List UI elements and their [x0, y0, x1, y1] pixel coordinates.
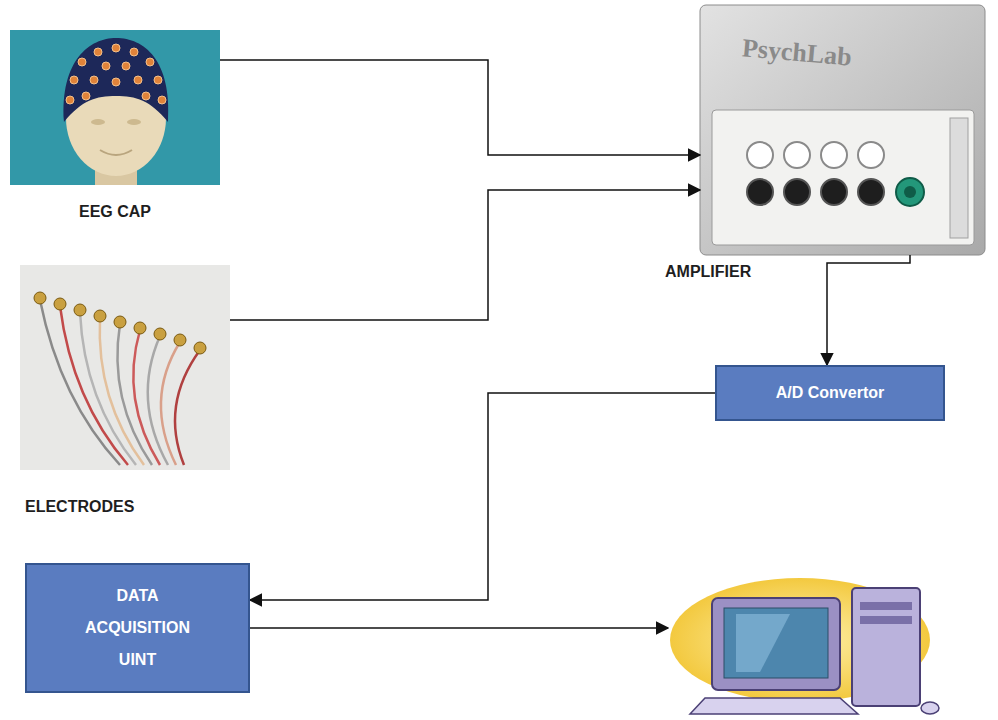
- output-socket-core: [904, 186, 916, 198]
- black-socket: [821, 179, 847, 205]
- acquisition-box: DATA ACQUISITION UINT: [25, 563, 250, 693]
- eeg-cap: [64, 38, 169, 122]
- mannequin-eye: [127, 119, 141, 125]
- electrode-cup: [154, 328, 166, 340]
- cap-electrode: [78, 58, 86, 66]
- signal-arrow: [827, 255, 910, 365]
- electrode-cup: [174, 334, 186, 346]
- electrode-cup: [194, 342, 206, 354]
- cap-electrode: [112, 78, 120, 86]
- amplifier-picture: [700, 5, 985, 255]
- mouse: [921, 702, 939, 714]
- cap-electrode: [130, 48, 138, 56]
- output-socket: [896, 178, 924, 206]
- photo-background: [10, 30, 220, 185]
- black-socket: [858, 179, 884, 205]
- cap-electrode: [90, 76, 98, 84]
- black-socket: [784, 179, 810, 205]
- white-socket: [821, 142, 847, 168]
- drive-bay: [860, 616, 912, 624]
- electrode-cup: [74, 304, 86, 316]
- computer-link-arrow: [250, 627, 668, 629]
- mannequin-eye: [91, 119, 105, 125]
- picture-caption: AMPLIFIER: [665, 263, 751, 281]
- eeg-cap-node: EEG CAP: [10, 30, 220, 185]
- electrode-cup: [54, 298, 66, 310]
- electrode-wire: [148, 336, 168, 465]
- amplifier-housing: [700, 5, 985, 255]
- cap-electrodes: [66, 44, 166, 104]
- electrodes-picture: [20, 265, 230, 470]
- electrode-cups: [34, 292, 206, 354]
- eeg-cap-picture: [10, 30, 220, 185]
- monitor-screen: [724, 608, 828, 678]
- white-socket: [858, 142, 884, 168]
- cap-electrode: [82, 92, 90, 100]
- brand-name: PsychLab: [741, 33, 853, 72]
- box-label: A/D Convertor: [776, 383, 884, 403]
- signal-arrow: [220, 60, 700, 155]
- signal-arrow: [230, 190, 700, 320]
- electrode-wires: [40, 300, 200, 465]
- mannequin-mouth: [100, 150, 132, 155]
- electrode-cup: [34, 292, 46, 304]
- cap-electrode: [154, 76, 162, 84]
- picture-caption: EEG CAP: [10, 203, 220, 221]
- computer-tower: [852, 588, 920, 706]
- picture-caption: ELECTRODES: [25, 498, 134, 516]
- keyboard: [690, 698, 858, 714]
- photo-background: [20, 265, 230, 470]
- input-sockets: [747, 142, 924, 206]
- cap-electrode: [146, 58, 154, 66]
- black-socket: [747, 179, 773, 205]
- electrode-cup: [114, 316, 126, 328]
- amplifier-side-strip: [950, 118, 968, 238]
- white-socket: [747, 142, 773, 168]
- cap-electrode: [94, 48, 102, 56]
- screen-glare: [736, 614, 790, 672]
- box-label: DATA ACQUISITION UINT: [73, 580, 203, 676]
- cap-electrode: [122, 62, 130, 70]
- cap-electrode: [66, 96, 74, 104]
- monitor: [712, 598, 840, 690]
- cap-electrode: [142, 92, 150, 100]
- electrode-cup: [94, 310, 106, 322]
- converter-box: A/D Convertor: [715, 365, 945, 421]
- white-socket: [784, 142, 810, 168]
- electrode-cup: [134, 322, 146, 334]
- cap-electrode: [70, 76, 78, 84]
- amplifier-front-panel: [712, 110, 974, 245]
- signal-arrow: [250, 393, 715, 600]
- electrodes-node: ELECTRODES: [20, 265, 230, 470]
- cap-electrode: [158, 96, 166, 104]
- drive-bay: [860, 602, 912, 610]
- electrode-wire: [175, 350, 200, 465]
- cap-electrode: [102, 62, 110, 70]
- cap-electrode: [134, 76, 142, 84]
- cap-electrode: [112, 44, 120, 52]
- computer-picture: [670, 578, 939, 714]
